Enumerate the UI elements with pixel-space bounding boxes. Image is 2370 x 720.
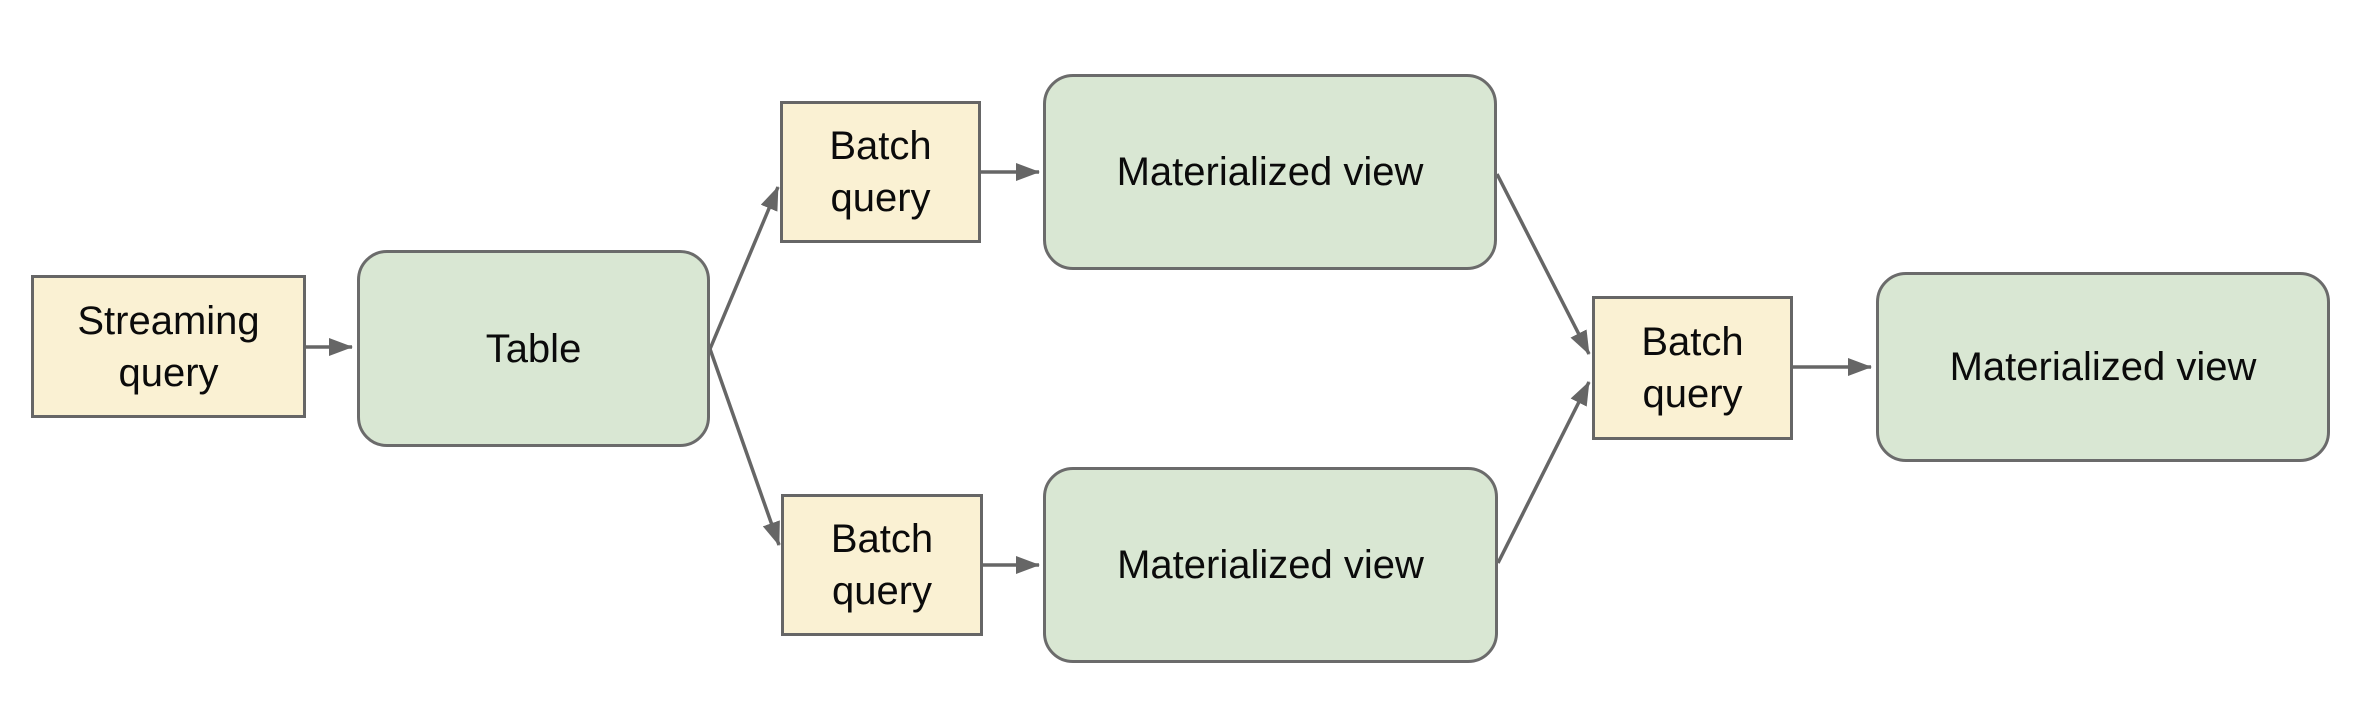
edge-materialized-view-bottom-to-batch-query-right xyxy=(1496,381,1591,564)
node-batch-query-top: Batch query xyxy=(780,101,981,243)
edge-materialized-view-top-to-batch-query-right xyxy=(1495,173,1591,355)
node-materialized-view-top-label: Materialized view xyxy=(1116,150,1424,194)
node-materialized-view-bottom: Materialized view xyxy=(1043,467,1498,663)
node-streaming-query-label: Streaming query xyxy=(77,298,260,395)
node-batch-query-right-label: Batch query xyxy=(1641,320,1744,416)
edge-table-to-batch-query-bottom xyxy=(708,348,781,546)
edge-table-to-batch-query-top xyxy=(708,186,780,350)
node-table: Table xyxy=(357,250,710,447)
node-materialized-view-bottom-label: Materialized view xyxy=(1117,543,1424,587)
node-batch-query-right: Batch query xyxy=(1592,296,1793,440)
node-materialized-view-right: Materialized view xyxy=(1876,272,2330,462)
node-table-label: Table xyxy=(485,326,582,371)
node-materialized-view-top: Materialized view xyxy=(1043,74,1497,270)
node-batch-query-bottom-label: Batch query xyxy=(830,517,934,613)
node-batch-query-top-label: Batch query xyxy=(829,124,932,220)
node-batch-query-bottom: Batch query xyxy=(781,494,983,636)
node-materialized-view-right-label: Materialized view xyxy=(1949,345,2257,389)
node-streaming-query: Streaming query xyxy=(31,275,306,418)
